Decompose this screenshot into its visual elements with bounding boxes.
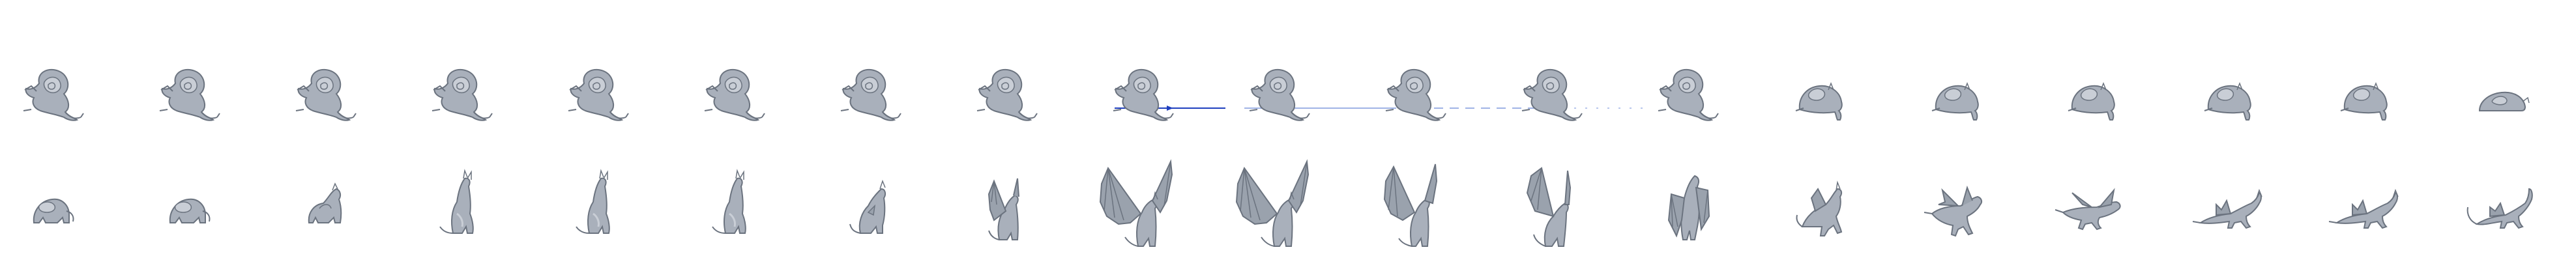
sprite-frame-crouch [33, 198, 74, 223]
dragon-sprite [295, 68, 357, 121]
sprite-frame-curled [976, 68, 1038, 121]
dragon-sprite [1100, 161, 1173, 247]
sprite-frame-prowl-tail-up [2466, 188, 2533, 229]
sprite-frame-curled [295, 68, 357, 121]
dragon-sprite [849, 180, 886, 234]
dragon-sprite [976, 68, 1038, 121]
dragon-sprite [711, 169, 747, 235]
sprite-frame-curled [1385, 68, 1537, 121]
sprite-frame-curled [1521, 68, 1647, 121]
sprite-frame-curled [23, 68, 84, 121]
curled-sleep-row [23, 68, 2530, 121]
dragon-sprite [1658, 68, 1719, 121]
dragon-sprite [2479, 91, 2530, 111]
sprite-frame-curled-flat [2479, 91, 2530, 111]
sprite-frame-curled [704, 68, 765, 121]
dragon-sprite [308, 183, 342, 223]
dragon-sprite [1924, 187, 1983, 236]
dragon-sprite [23, 68, 84, 121]
sprite-frame-crouch-head-up [308, 183, 342, 223]
sprite-frame-sit [439, 169, 475, 235]
dragon-sprite [2068, 83, 2115, 121]
sprite-frame-leap [1796, 182, 1843, 236]
sprite-frame-curled-low [2068, 83, 2115, 121]
dragon-sprite [439, 169, 475, 235]
dragon-sprite [1527, 167, 1571, 247]
sprite-frame-curled [432, 68, 493, 121]
sprite-frame-sit [711, 169, 747, 235]
dragon-sprite [1384, 164, 1437, 247]
dragon-sprite [1236, 161, 1309, 247]
dragon-sprite [988, 178, 1019, 240]
dragon-sprite [1521, 68, 1583, 121]
sprite-frame-curled-low [1931, 83, 1979, 121]
wake-and-fly-row [33, 161, 2533, 247]
dragon-sprite [159, 68, 220, 121]
dragon-sprite [1931, 83, 1979, 121]
dragon-sprite [1249, 68, 1310, 121]
sprite-frame-curled-low [2204, 83, 2251, 121]
sprite-frame-wings-raised [1384, 164, 1437, 247]
dragon-sprite [840, 68, 901, 121]
dragon-sprite [1385, 68, 1446, 121]
dragon-sprite [2192, 190, 2262, 229]
sprite-frame-fly-low [1924, 187, 1983, 236]
dragon-sprite [568, 68, 629, 121]
dragon-sprite [1796, 182, 1843, 236]
sprite-frame-sit-turn [849, 180, 886, 234]
dragon-sprite [2204, 83, 2251, 121]
dragon-sprite [704, 68, 765, 121]
dragon-sprite [2466, 188, 2533, 229]
sprite-frame-curled [1113, 68, 1225, 121]
dragon-sprite [1795, 83, 1843, 121]
sprite-frame-fly-glide [2055, 190, 2121, 230]
dragon-sprite [2055, 190, 2121, 230]
sprite-frame-rise-wings-down [1668, 175, 1710, 240]
sprite-frame-curled [1244, 68, 1394, 121]
sprite-frame-sit-wings-up [988, 178, 1019, 240]
dragon-sprite [432, 68, 493, 121]
dragon-sprite [575, 169, 611, 235]
sprite-frame-curled-low [1795, 83, 1843, 121]
sprite-frame-curled [159, 68, 220, 121]
dragon-sprite [1668, 175, 1710, 240]
dragon-sprite [1113, 68, 1174, 121]
sprite-frame-wings-spread [1100, 161, 1173, 247]
sprite-frame-prowl [2192, 190, 2262, 229]
dragon-sprite [2328, 190, 2399, 229]
dragon-sprite [2340, 83, 2388, 121]
sprite-frame-curled [840, 68, 901, 121]
sprite-frame-curled [568, 68, 629, 121]
sprite-frame-wings-spread [1236, 161, 1309, 247]
sprite-frame-sit [575, 169, 611, 235]
sprite-frame-prowl [2328, 190, 2399, 229]
sprite-frame-curled [1658, 68, 1719, 121]
sprite-frame-curled-low [2340, 83, 2388, 121]
dragon-sprite [33, 198, 74, 223]
sprite-frame-crouch [169, 198, 211, 223]
sprite-frame-wings-folded-up [1527, 167, 1571, 247]
streak-effect [1167, 106, 1173, 111]
dragon-sprite [169, 198, 211, 223]
